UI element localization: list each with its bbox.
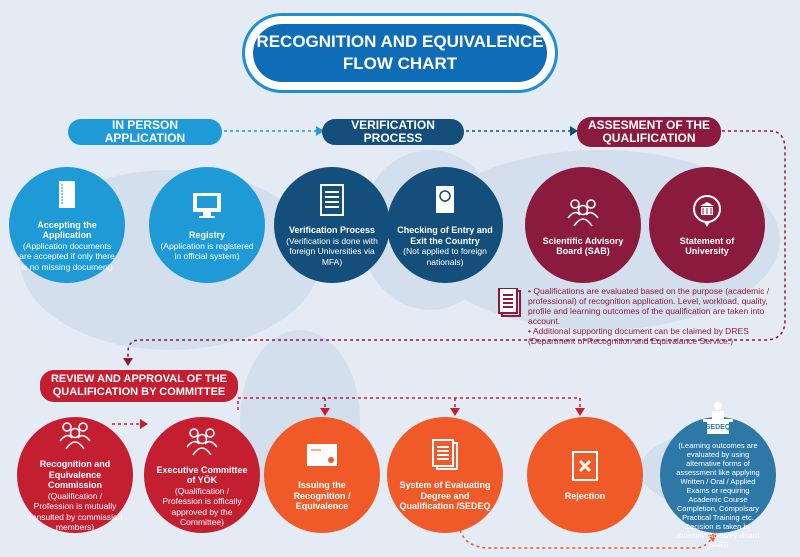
group-icon — [186, 427, 218, 455]
step-title: Scientific Advisory Board (SAB) — [542, 235, 624, 257]
step-title: Rejection — [564, 490, 606, 501]
step-circle: Checking of Entry and Exit the Country(N… — [387, 167, 503, 283]
step-description: (Application documents are accepted if o… — [19, 240, 115, 272]
podium-icon — [703, 402, 733, 435]
step-title: Accepting the Application — [37, 219, 97, 241]
sedeq-badge: SEDEQ — [705, 424, 731, 432]
title-line-1: RECOGNITION AND EQUIVALENCE — [256, 32, 544, 51]
group-icon — [567, 198, 599, 226]
documents-icon — [432, 439, 458, 471]
passport-icon — [436, 186, 454, 213]
checklist-icon — [320, 184, 344, 216]
step-title: System of Evaluating Degree and Qualific… — [399, 480, 491, 512]
document-icon — [498, 288, 521, 317]
title-line-2: FLOW CHART — [342, 54, 458, 73]
section-verification-process: VERIFICATION PROCESS — [322, 119, 464, 145]
step-circle: Recognition and Equivalence Commission(Q… — [17, 417, 133, 533]
step-circle: Executive Committee of YÖK(Qualification… — [144, 417, 260, 533]
note-line-1: • Qualifications are evaluated based on … — [528, 286, 770, 326]
certificate-icon — [307, 444, 337, 467]
group-icon — [59, 422, 91, 450]
step-title: Verification Process — [288, 225, 376, 235]
document-folder-icon — [59, 180, 75, 208]
step-circle: Accepting the Application(Application do… — [9, 167, 125, 283]
title-banner: RECOGNITION AND EQUIVALENCE FLOW CHART — [245, 16, 555, 90]
university-icon — [693, 194, 721, 227]
step-circle: SEDEQ (Learning outcomes are evaluated by… — [660, 402, 776, 549]
reject-icon — [572, 450, 598, 481]
step-title: Checking of Entry and Exit the Country — [397, 225, 493, 246]
step-circle: Statement of University — [649, 167, 765, 283]
step-description: (Application is registered in official s… — [160, 240, 254, 262]
step-title: Recognition and Equivalence Commission — [39, 459, 111, 491]
step-title: Statement of University — [679, 235, 735, 257]
step-title: Executive Committee of YÖK — [156, 464, 248, 486]
section-in-person-application: IN PERSON APPLICATION — [68, 119, 222, 145]
step-description: (Verification is done with foreign Unive… — [286, 235, 378, 267]
step-description: (Qualification / Profession is offically… — [162, 485, 242, 528]
monitor-icon — [193, 193, 221, 219]
step-title: Issuing the Recognition / Equivalence — [293, 480, 351, 512]
assessment-note: • Qualifications are evaluated based on … — [498, 286, 788, 346]
step-description: (Learning outcomes are evaluated by usin… — [676, 440, 760, 549]
step-description: (Not applied to foreign nationals) — [403, 246, 487, 267]
step-circle: Registry(Application is registered in of… — [149, 167, 265, 283]
section-assessment: ASSESMENT OF THE QUALIFICATION — [577, 117, 721, 147]
step-circle: Scientific Advisory Board (SAB) — [525, 167, 641, 283]
step-circle: Rejection — [527, 417, 643, 533]
section-review-approval: REVIEW AND APPROVAL OF THE QUALIFICATION… — [40, 370, 238, 402]
step-circle: Issuing the Recognition / Equivalence — [264, 417, 380, 533]
note-line-2: • Additional supporting document can be … — [528, 326, 749, 346]
step-description: (Qualification / Profession is mutually … — [27, 490, 123, 533]
step-circle: Verification Process(Verification is don… — [274, 167, 390, 283]
step-title: Registry — [188, 230, 225, 241]
step-circle: System of Evaluating Degree and Qualific… — [387, 417, 503, 533]
